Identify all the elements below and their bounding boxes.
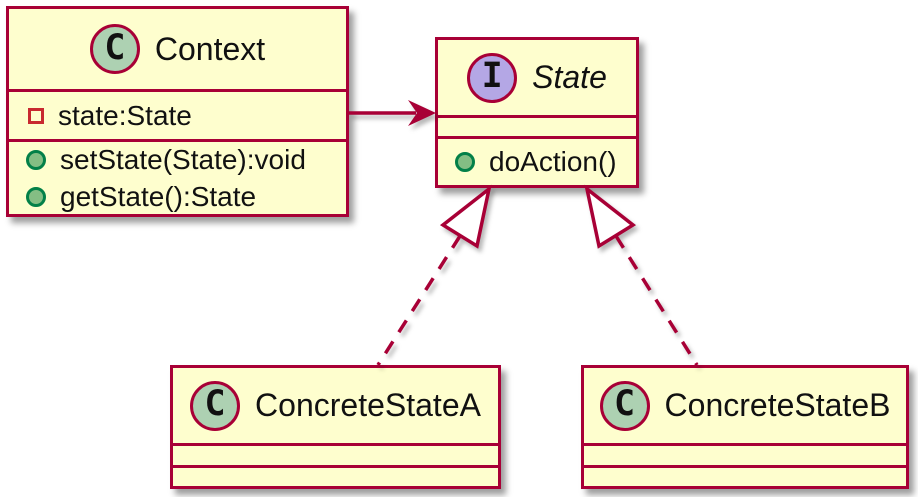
fields-section-context: state:State (9, 89, 346, 139)
field-row: state:State (9, 98, 192, 133)
class-name-concrete-state-a: ConcreteStateA (255, 387, 481, 423)
method-row: getState():State (9, 179, 346, 214)
method-label: setState(State):void (60, 143, 306, 175)
class-name-context: Context (154, 30, 266, 67)
fields-section-state (438, 115, 636, 136)
interface-name-state: State (532, 59, 607, 95)
realization-arrow-concrete-state-a-to-state (376, 184, 492, 366)
class-title-concrete-state-a: C ConcreteStateA (173, 368, 498, 443)
class-title-concrete-state-b: C ConcreteStateB (584, 368, 906, 443)
class-box-context: C Context state:State setState(State):vo… (6, 6, 349, 217)
private-field-square-icon (28, 107, 44, 124)
realization-arrow-concrete-state-b-to-state (584, 184, 699, 366)
class-title-context: C Context (9, 9, 346, 89)
public-method-circle-icon (26, 186, 46, 207)
class-box-concrete-state-a: C ConcreteStateA (170, 365, 501, 489)
public-method-circle-icon (455, 152, 475, 172)
methods-section-concrete-state-a (173, 465, 498, 486)
method-label: doAction() (489, 146, 617, 177)
method-row: doAction() (438, 146, 636, 178)
class-badge-icon: C (190, 380, 241, 431)
class-badge-icon: C (599, 380, 650, 431)
fields-section-concrete-state-a (173, 443, 498, 465)
interface-box-state: I State doAction() (435, 37, 639, 188)
class-badge-icon: C (89, 24, 140, 74)
methods-section-concrete-state-b (584, 465, 906, 486)
interface-badge-icon: I (467, 52, 518, 103)
interface-title-state: I State (438, 40, 636, 115)
public-method-circle-icon (26, 149, 46, 170)
method-row: setState(State):void (9, 142, 346, 177)
fields-section-concrete-state-b (584, 443, 906, 465)
method-label: getState():State (60, 180, 257, 212)
methods-section-state: doAction() (438, 136, 636, 185)
class-name-concrete-state-b: ConcreteStateB (664, 387, 891, 423)
methods-section-context: setState(State):void getState():State (9, 139, 346, 214)
field-label: state:State (58, 99, 192, 131)
class-box-concrete-state-b: C ConcreteStateB (581, 365, 909, 489)
association-arrow-context-to-state (349, 100, 436, 126)
